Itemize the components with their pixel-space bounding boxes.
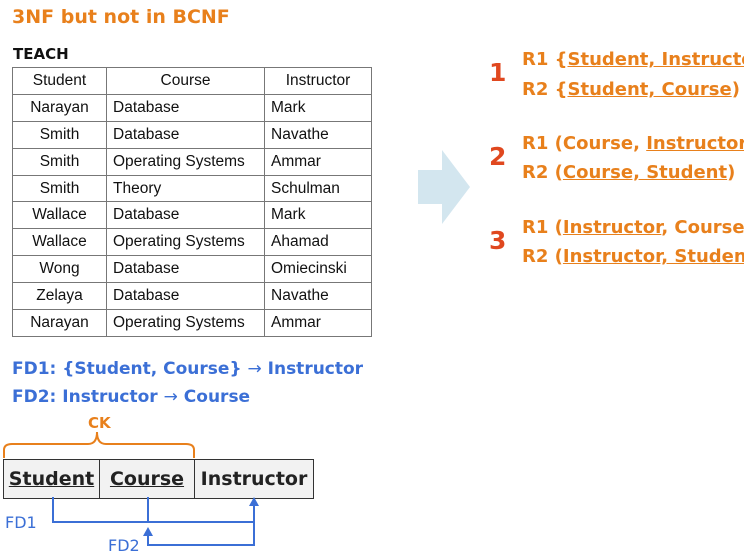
attr-course: Course [100, 460, 195, 498]
table-cell: Database [106, 201, 265, 230]
table-cell: Schulman [264, 174, 372, 203]
option-1-r2: R2 {Student, Course) [522, 79, 740, 100]
right-arrow-icon [418, 150, 470, 224]
option-3-number: 3 [489, 226, 507, 255]
fd2-label: FD2 [108, 536, 140, 555]
table-cell: Mark [264, 93, 372, 122]
table-cell: Omiecinski [264, 255, 372, 284]
fd-arrows [52, 497, 259, 546]
option-3-r2: R2 (Instructor, Student) [522, 246, 744, 267]
table-name: TEACH [13, 45, 69, 63]
fd1-label: FD1 [5, 513, 37, 532]
table-cell: Smith [12, 120, 107, 149]
table-cell: Wallace [12, 228, 107, 257]
fd2-right: Course [183, 387, 251, 407]
fd1-connector [52, 497, 255, 523]
option-1-r1: R1 {Student, Instructor} [522, 49, 744, 70]
ck-label: CK [88, 414, 111, 432]
column-header-course: Course [106, 67, 265, 95]
column-header-instructor: Instructor [264, 67, 372, 95]
table-cell: Database [106, 93, 265, 122]
fd2-text: FD2: Instructor → Course [12, 387, 250, 407]
fd2-left: FD2: Instructor [12, 387, 158, 407]
table-cell: Mark [264, 201, 372, 230]
option-2-r2: R2 (Course, Student) [522, 162, 736, 183]
fd2-arrowhead [143, 527, 153, 536]
fd1-right: Instructor [267, 359, 364, 379]
table-cell: Operating Systems [106, 228, 265, 257]
option-3-r1: R1 (Instructor, Course) [522, 217, 744, 238]
table-cell: Operating Systems [106, 147, 265, 176]
fd1-arrowhead [249, 497, 259, 506]
table-cell: Zelaya [12, 282, 107, 311]
table-cell: Operating Systems [106, 309, 265, 337]
attr-student: Student [4, 460, 100, 498]
table-cell: Ammar [264, 147, 372, 176]
fd1-arrow: → [247, 359, 262, 379]
option-2-number: 2 [489, 142, 507, 171]
fd1-text: FD1: {Student, Course} → Instructor [12, 359, 363, 379]
table-cell: Database [106, 282, 265, 311]
attr-instructor: Instructor [200, 468, 308, 490]
fd1-left: FD1: {Student, Course} [12, 359, 242, 379]
table-cell: Smith [12, 147, 107, 176]
column-header-student: Student [12, 67, 107, 95]
table-cell: Narayan [12, 309, 107, 337]
schema-relation: Student Course Instructor [3, 459, 314, 499]
table-cell: Wong [12, 255, 107, 284]
table-cell: Navathe [264, 120, 372, 149]
table-header-row: Student Course Instructor [12, 67, 372, 95]
table-cell: Theory [106, 174, 265, 203]
table-cell: Database [106, 120, 265, 149]
option-2-r1: R1 (Course, Instructor) [522, 133, 744, 154]
ck-brace [3, 431, 195, 458]
table-cell: Smith [12, 174, 107, 203]
table-cell: Database [106, 255, 265, 284]
table-cell: Ahamad [264, 228, 372, 257]
fd2-arrow: → [163, 387, 178, 407]
table-cell: Ammar [264, 309, 372, 337]
page-title: 3NF but not in BCNF [12, 6, 230, 28]
table-cell: Navathe [264, 282, 372, 311]
table-cell: Narayan [12, 93, 107, 122]
fd2-connector [147, 522, 255, 546]
table-cell: Wallace [12, 201, 107, 230]
option-1-number: 1 [489, 58, 507, 87]
